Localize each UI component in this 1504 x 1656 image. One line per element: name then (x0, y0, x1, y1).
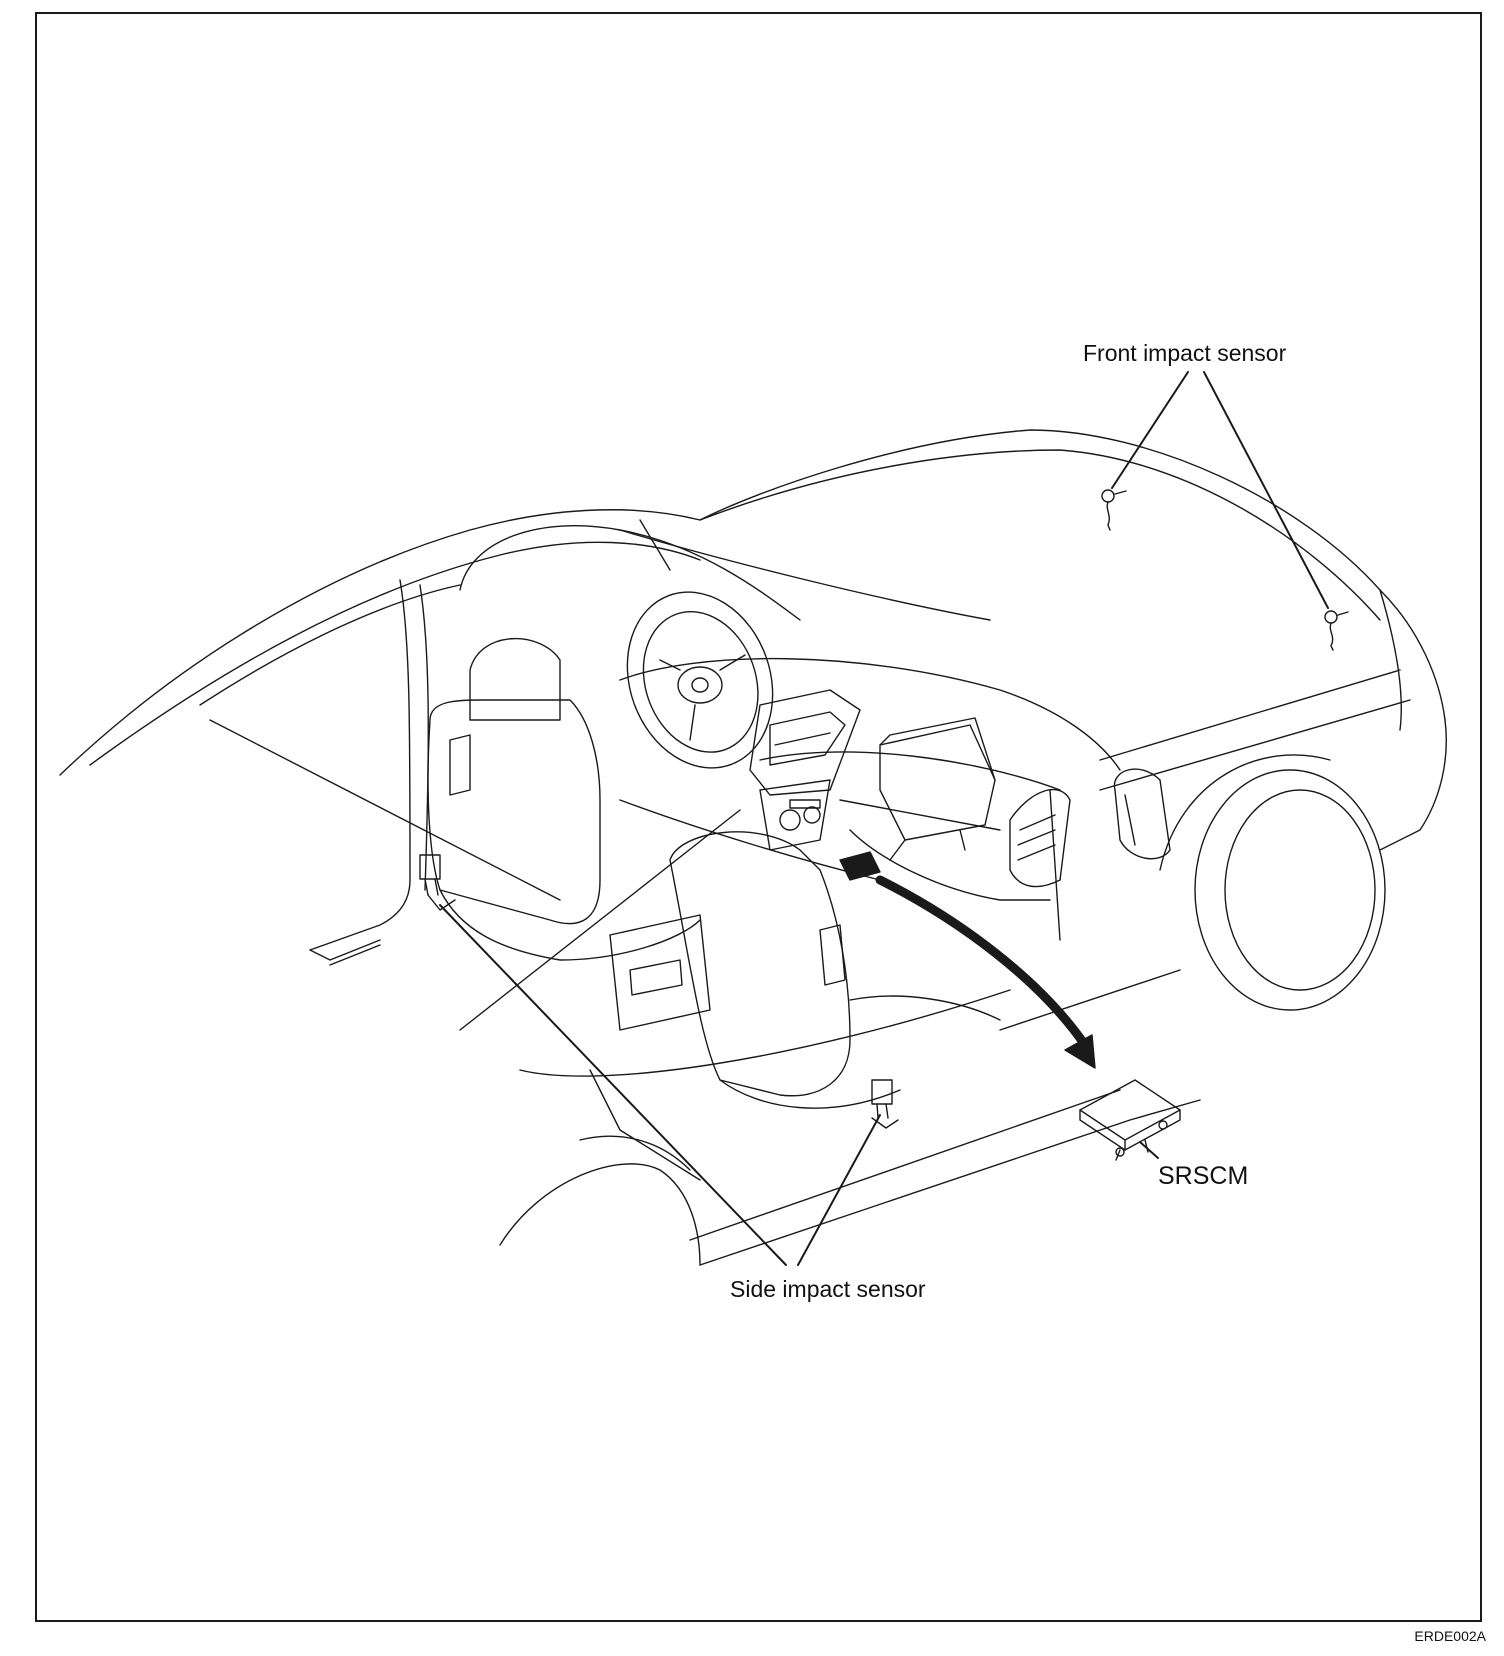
right-vent (1009, 789, 1071, 888)
cabin-lines (209, 719, 881, 1031)
leader-lines (439, 371, 1329, 1266)
rear-wheel-arch (499, 1135, 701, 1266)
passenger-airbag-module (879, 717, 996, 861)
door-frame (309, 579, 429, 966)
windshield (459, 519, 991, 621)
figure-frame (35, 12, 1482, 1622)
srscm-label: SRSCM (1158, 1162, 1249, 1190)
figure-code: ERDE002A (1414, 1628, 1486, 1644)
center-console (749, 689, 861, 851)
side-impact-sensor-left (419, 854, 456, 911)
side-impact-sensor-label: Side impact sensor (730, 1276, 926, 1302)
front-impact-sensor-right (1324, 610, 1349, 651)
floor-sill (519, 969, 1201, 1266)
srscm-installed (839, 851, 881, 881)
steering-wheel (626, 591, 774, 769)
srscm-module (1079, 1079, 1181, 1161)
srscm-pointer-arrow (875, 875, 1096, 1069)
leader-side-left (439, 904, 787, 1266)
dashboard (619, 657, 1121, 941)
leader-srscm (1139, 1141, 1159, 1159)
car-body-outline (59, 429, 1447, 851)
driver-seat (427, 638, 701, 961)
side-mirror (1113, 768, 1171, 860)
passenger-seat (669, 831, 1001, 1109)
leader-front-right (1203, 371, 1329, 609)
rear-console (609, 914, 711, 1031)
front-wheel (1159, 754, 1386, 1011)
front-impact-sensor-label: Front impact sensor (1083, 340, 1287, 366)
leader-front-left (1111, 371, 1189, 489)
front-impact-sensor-left (1101, 489, 1127, 531)
leader-side-right (797, 1114, 881, 1266)
